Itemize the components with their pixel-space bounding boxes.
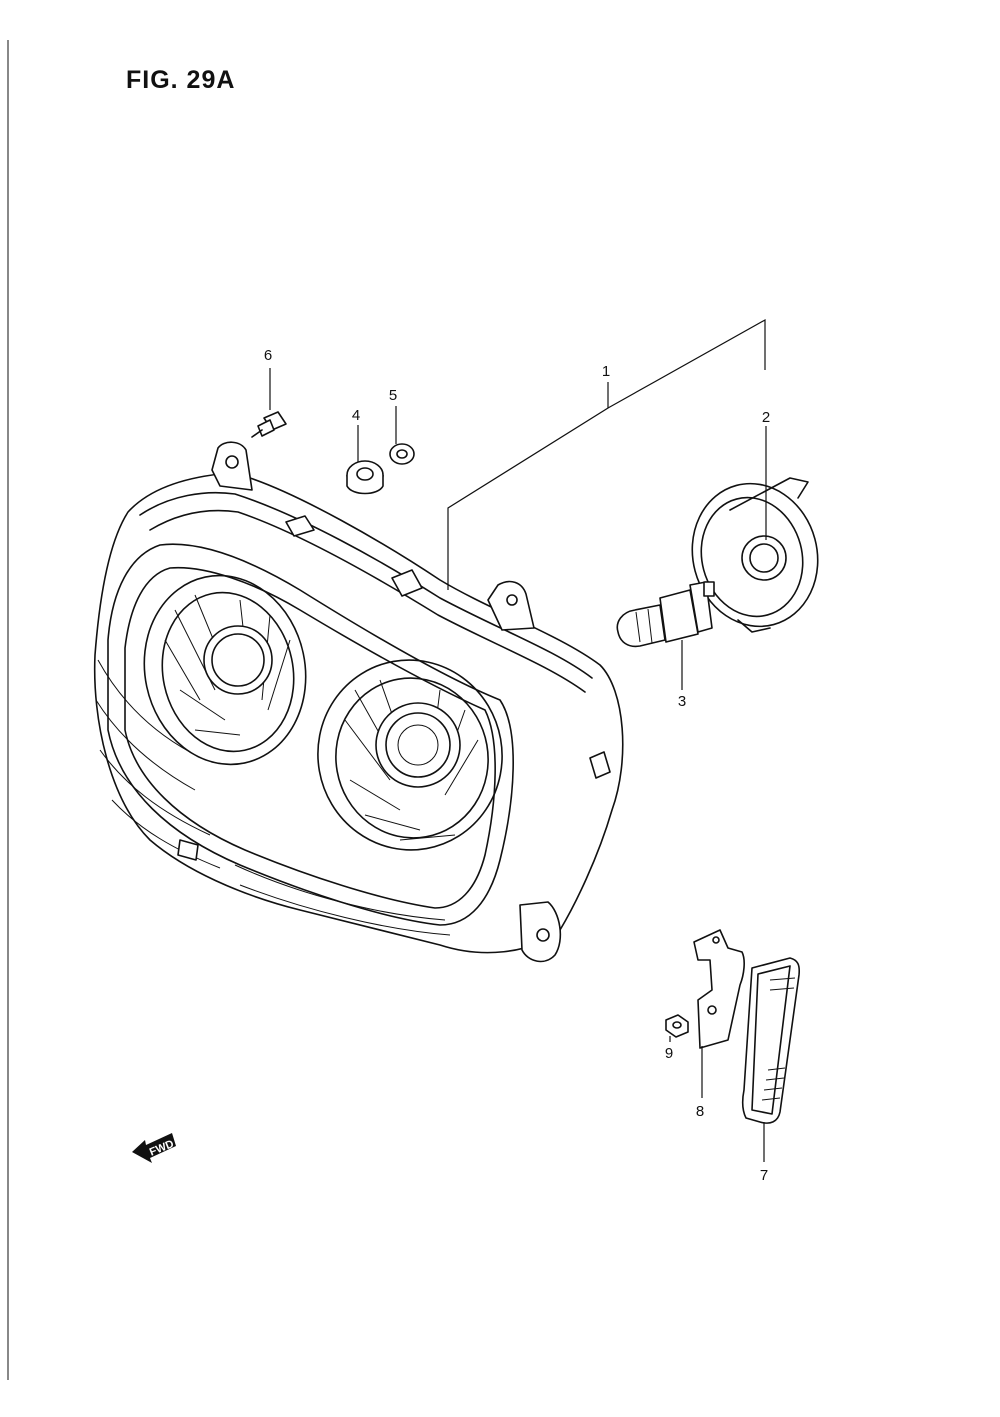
callout-8: 8 — [696, 1103, 704, 1120]
socket-cover — [691, 477, 819, 633]
grommet — [346, 460, 384, 495]
callouts: 1 2 3 4 5 6 7 8 9 — [264, 347, 770, 1184]
washer — [389, 443, 415, 465]
callout-2: 2 — [762, 409, 770, 426]
fwd-label: FWD — [148, 1138, 176, 1159]
arrow-left-icon — [132, 1133, 176, 1163]
callout-5: 5 — [389, 387, 397, 404]
callout-7: 7 — [760, 1167, 768, 1184]
callout-9: 9 — [665, 1045, 673, 1062]
forward-arrow: FWD — [132, 1133, 176, 1163]
callout-1: 1 — [602, 363, 610, 380]
callout-3: 3 — [678, 693, 686, 710]
callout-6: 6 — [264, 347, 272, 364]
figure-title: FIG. 29A — [126, 66, 236, 94]
screw — [251, 411, 287, 438]
nut — [665, 1014, 689, 1038]
leader-lines — [269, 318, 767, 1162]
headlight-bulb — [616, 581, 715, 648]
headlamp-assembly — [93, 441, 624, 963]
side-reflector — [741, 957, 801, 1124]
callout-4: 4 — [352, 407, 360, 424]
reflector-bracket — [693, 929, 745, 1049]
